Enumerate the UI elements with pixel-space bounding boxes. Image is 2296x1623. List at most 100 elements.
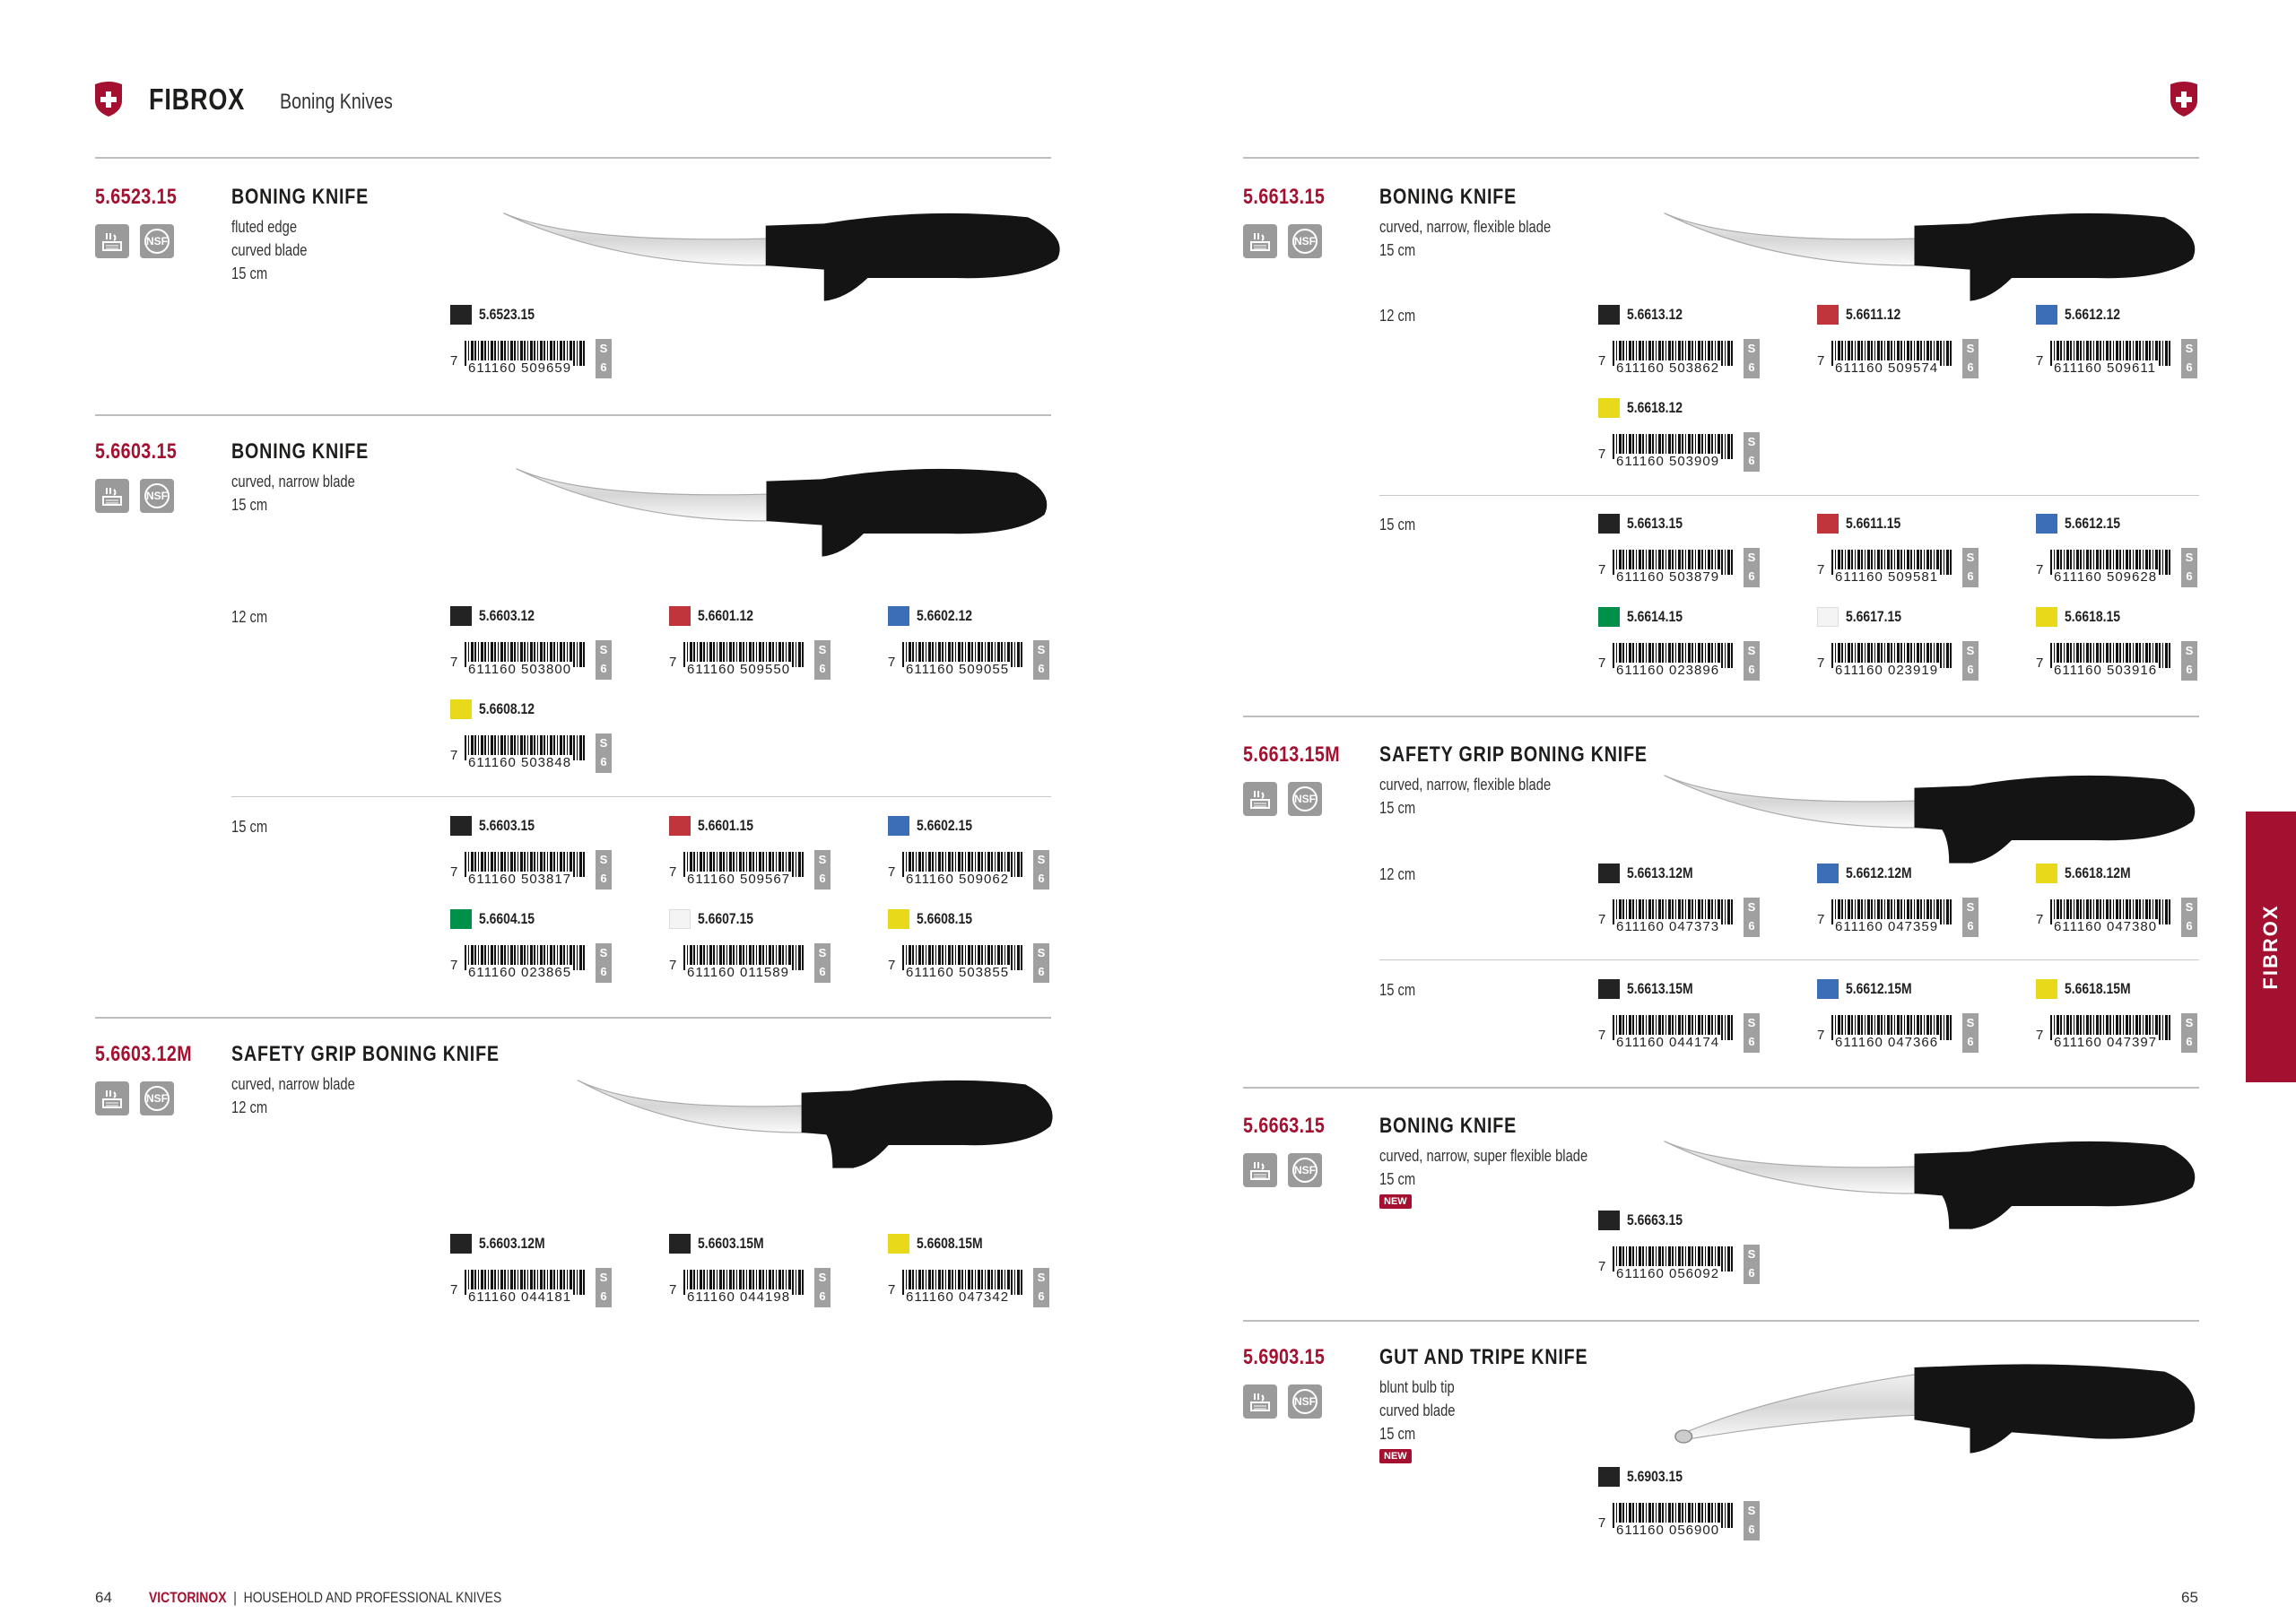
product-description-line: curved, narrow blade [231,473,355,490]
page-subtitle: Boning Knives [280,90,393,114]
color-swatch [669,816,691,836]
product-description-line: curved, narrow, flexible blade [1379,776,1552,794]
footer-section: HOUSEHOLD AND PROFESSIONAL KNIVES [243,1589,502,1606]
knife-image [1650,746,2206,872]
product-title: SAFETY GRIP BONING KNIFE [1379,742,1648,767]
product-code: 5.6603.12M [95,1042,193,1066]
nsf-icon: NSF [140,479,174,513]
page-number-right: 65 [2181,1589,2198,1606]
knife-image [1650,1112,2206,1237]
header-rule-left [95,157,1051,159]
size-label: 15 cm [1379,516,1416,534]
variant-code: 5.6613.12 [1627,306,1683,323]
page-title: FIBROX [149,82,246,116]
product-code: 5.6613.15 [1243,185,1326,209]
size-label: 15 cm [1379,981,1416,999]
variant-code: 5.6618.15M [2065,980,2131,997]
nsf-icon: NSF [1288,1384,1322,1419]
knife-image [489,184,1072,309]
color-swatch [1598,1211,1620,1230]
product-description-line: curved, narrow, super flexible blade [1379,1147,1588,1165]
divider-rule [231,796,1051,797]
divider-rule [1379,495,2199,496]
color-swatch [669,606,691,626]
color-swatch [1598,305,1620,325]
footer-separator: | [233,1589,237,1606]
variant-code: 5.6611.15 [1846,515,1901,532]
section-side-tab[interactable]: FIBROX [2246,812,2296,1082]
product-description-line: curved, narrow, flexible blade [1379,218,1552,236]
color-swatch [2036,979,2057,999]
certification-icons: NSF [95,1081,174,1115]
knife-image [1650,1336,2206,1462]
variant-code: 5.6903.15 [1627,1468,1683,1485]
variant-code: 5.6523.15 [479,306,535,323]
color-swatch [1598,864,1620,883]
color-swatch [450,699,472,719]
color-swatch [450,816,472,836]
variant-code: 5.6612.12M [1846,864,1912,881]
certification-icons: NSF [95,224,174,258]
product-description-line: 15 cm [1379,1425,1416,1443]
product-description-line: curved blade [231,241,308,259]
variant-code: 5.6618.15 [2065,608,2121,625]
color-swatch [450,606,472,626]
color-swatch [888,909,909,929]
divider-rule [95,414,1051,416]
color-swatch [2036,305,2057,325]
divider-rule [1243,716,2199,717]
variant-code: 5.6612.15 [2065,515,2121,532]
footer-brand: VICTORINOX [149,1589,227,1606]
color-swatch [450,909,472,929]
variant-code: 5.6601.15 [698,817,754,834]
dishwasher-icon [1243,1384,1277,1419]
variant-code: 5.6613.12M [1627,864,1693,881]
color-swatch [888,816,909,836]
product-description-line: 15 cm [231,496,268,514]
variant-code: 5.6608.12 [479,700,535,717]
dishwasher-icon [1243,782,1277,816]
divider-rule [1243,1320,2199,1322]
product-title: GUT AND TRIPE KNIFE [1379,1345,1588,1369]
page-number-left: 64 [95,1589,112,1606]
